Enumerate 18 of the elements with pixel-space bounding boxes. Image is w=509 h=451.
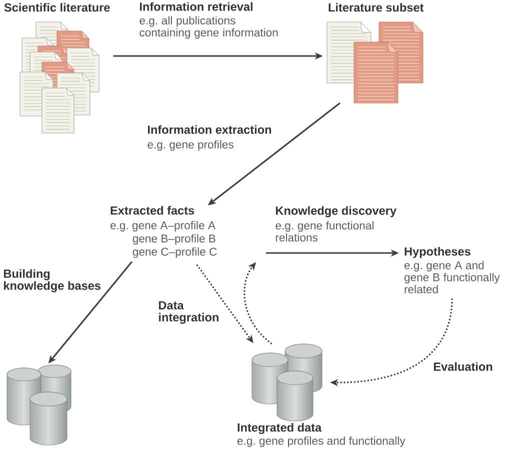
heading: Scientific literature bbox=[4, 3, 110, 12]
edge-label: Knowledge discovery bbox=[276, 206, 396, 218]
edge-label: Information retrieval bbox=[140, 2, 252, 11]
node-text: e.g. gene A and gene B functionally related bbox=[404, 261, 500, 294]
heading: Extracted facts bbox=[110, 206, 194, 215]
edge-label: Evaluation bbox=[434, 362, 492, 371]
heading: Hypotheses bbox=[404, 247, 470, 258]
heading: Integrated data bbox=[238, 423, 322, 434]
annotation-text: e.g. gene profiles bbox=[148, 140, 234, 151]
edge-label: Building knowledge bases bbox=[4, 269, 100, 292]
annotation-text: e.g. all publications containing gene information bbox=[140, 16, 278, 39]
edge-label: Data integration bbox=[158, 301, 218, 324]
database-icon bbox=[6, 364, 72, 446]
annotation-text: e.g. gene functional relations bbox=[276, 221, 374, 242]
heading: Literature subset bbox=[328, 3, 424, 12]
node-text: e.g. gene profiles and functionally bbox=[238, 436, 406, 448]
node-text: e.g. gene A–profile A gene B–profile B gene C–profile C bbox=[110, 221, 217, 258]
edge-label: Information extraction bbox=[148, 125, 272, 134]
